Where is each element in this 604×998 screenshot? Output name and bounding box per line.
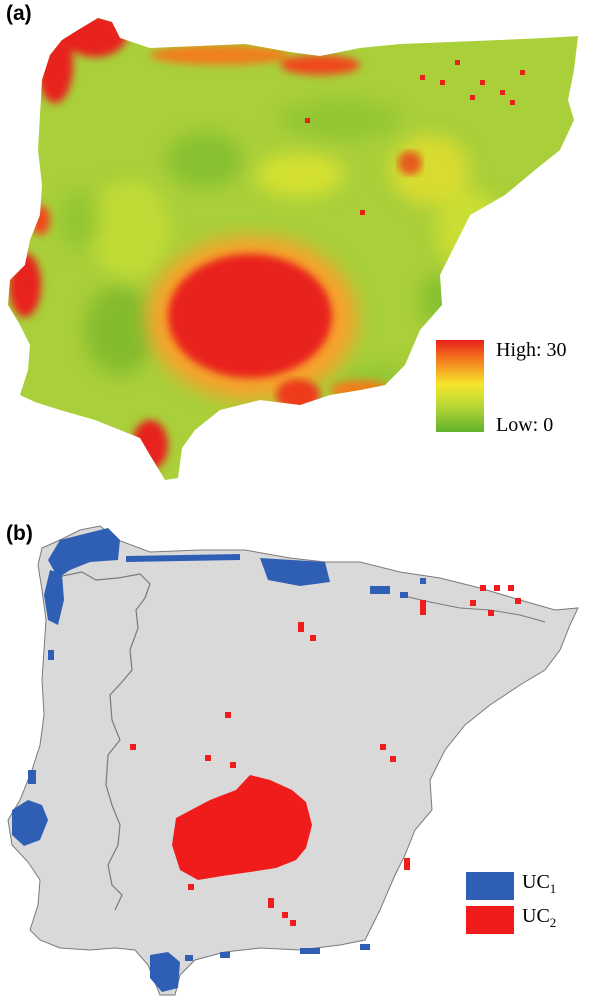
heatmap-map [8, 18, 578, 480]
legend-uc1-swatch [466, 872, 514, 900]
legend-uc2-swatch [466, 906, 514, 934]
gradient-legend-bar [436, 340, 484, 432]
panel-b-uc-map: (b) [0, 500, 604, 998]
uc2-cells [130, 585, 521, 926]
uc-map [7, 525, 579, 996]
legend-high-label: High: 30 [496, 339, 567, 361]
panel-a-heatmap: (a) [6, 2, 578, 480]
iberian-peninsula-shape [7, 525, 579, 996]
legend-uc2-label: UC2 [522, 905, 557, 930]
portugal-spain-border [51, 571, 151, 911]
legend-low-label: Low: 0 [496, 414, 554, 436]
panel-a-label: (a) [6, 2, 32, 25]
heat-overlays [9, 18, 525, 470]
panel-b-label: (b) [6, 522, 33, 545]
legend-uc1-label: UC1 [522, 871, 557, 896]
uc1-cells [12, 528, 426, 992]
